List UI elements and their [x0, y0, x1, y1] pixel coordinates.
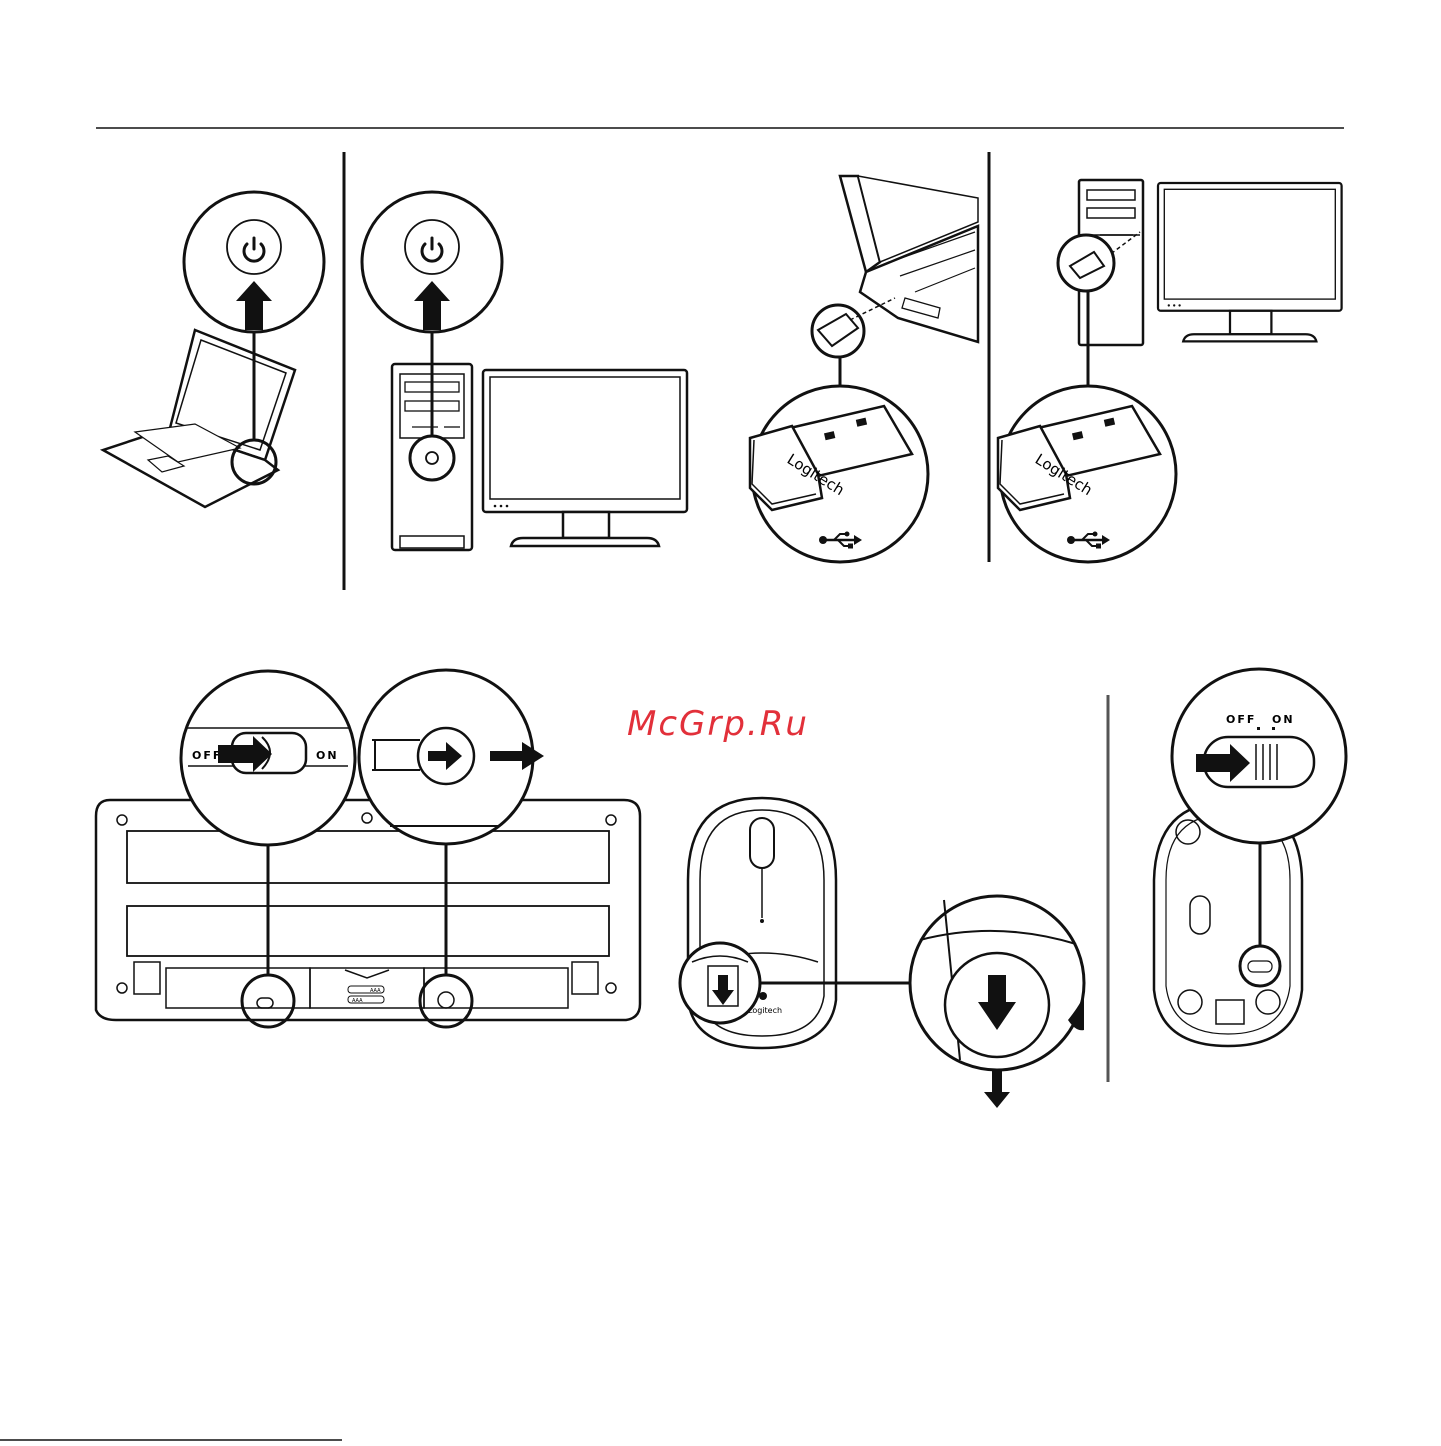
keyboard-panel: AAA AAA OFF ON	[96, 670, 640, 1027]
arrow-down-icon	[984, 1070, 1010, 1108]
laptop-power-panel	[103, 192, 324, 507]
mouse-switch-off-label: OFF	[1226, 713, 1256, 726]
battery-label: AAA	[352, 998, 363, 1004]
mouse-switch-zoom: OFF ON	[1172, 669, 1346, 843]
mouse-switch-panel: OFF ON	[1154, 669, 1346, 1046]
battery-label: AAA	[370, 988, 381, 994]
watermark: McGrp.Ru	[627, 704, 809, 744]
laptop-usb-panel: Logitech	[750, 176, 978, 562]
keyboard-body: AAA AAA	[96, 800, 640, 1020]
mouse-tab-panel: Logitech	[680, 798, 1084, 1108]
switch-off-label: OFF	[192, 749, 222, 762]
mouse-switch-on-label: ON	[1272, 713, 1295, 726]
mouse-tab-zoom	[910, 896, 1084, 1070]
switch-on-label: ON	[316, 749, 339, 762]
scroll-wheel	[750, 818, 774, 868]
desktop-monitor	[1158, 183, 1342, 341]
desktop-monitor	[483, 370, 687, 546]
desktop-usb-panel: Logitech	[998, 180, 1342, 562]
desktop-power-panel	[362, 192, 687, 550]
keyboard-switch-zoom: OFF ON	[181, 671, 355, 845]
